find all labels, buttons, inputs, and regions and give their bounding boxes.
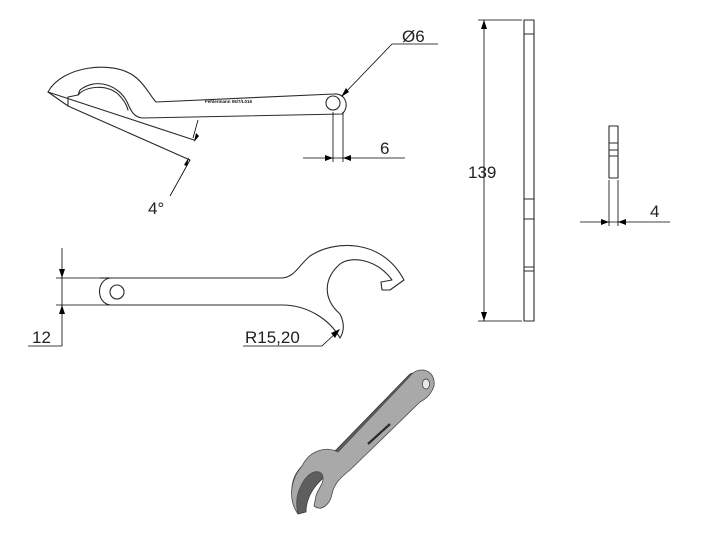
top-jaw-line-2 bbox=[47, 91, 195, 141]
top-hook-inner-cut bbox=[77, 86, 129, 111]
hole-offset-dimension: 6 bbox=[303, 112, 405, 162]
side-view bbox=[523, 19, 535, 322]
end-view bbox=[608, 125, 619, 179]
iso-pivot-hole bbox=[422, 378, 430, 390]
thickness-dimension: 4 bbox=[580, 180, 670, 226]
length-dimension: 139 bbox=[468, 19, 522, 322]
side-bar bbox=[523, 19, 535, 322]
top-jaw-line bbox=[67, 105, 191, 161]
iso-top-face bbox=[291, 369, 435, 515]
angle-label: 4° bbox=[148, 199, 164, 218]
hole-offset-label: 6 bbox=[380, 139, 389, 158]
top-view: Fehlermann 06/7/L016 bbox=[47, 66, 347, 161]
length-label: 139 bbox=[468, 163, 496, 182]
end-bar bbox=[608, 125, 619, 179]
front-pivot-hole bbox=[109, 284, 125, 300]
width-dimension: 12 bbox=[28, 248, 110, 347]
diameter-dimension: Ø6 bbox=[341, 27, 438, 97]
front-view bbox=[98, 244, 405, 339]
thickness-label: 4 bbox=[650, 202, 659, 221]
front-wrench-outline bbox=[98, 244, 405, 339]
diameter-label: Ø6 bbox=[402, 27, 425, 46]
radius-dimension: R15,20 bbox=[243, 328, 340, 347]
top-wrench-outline bbox=[47, 66, 347, 119]
angle-dimension: 4° bbox=[148, 119, 199, 218]
isometric-view bbox=[291, 369, 435, 515]
iso-engraving bbox=[367, 423, 391, 445]
top-pivot-hole bbox=[325, 95, 341, 111]
top-engraving: Fehlermann 06/7/L016 bbox=[205, 99, 253, 104]
width-label: 12 bbox=[32, 328, 51, 347]
radius-label: R15,20 bbox=[245, 328, 300, 347]
